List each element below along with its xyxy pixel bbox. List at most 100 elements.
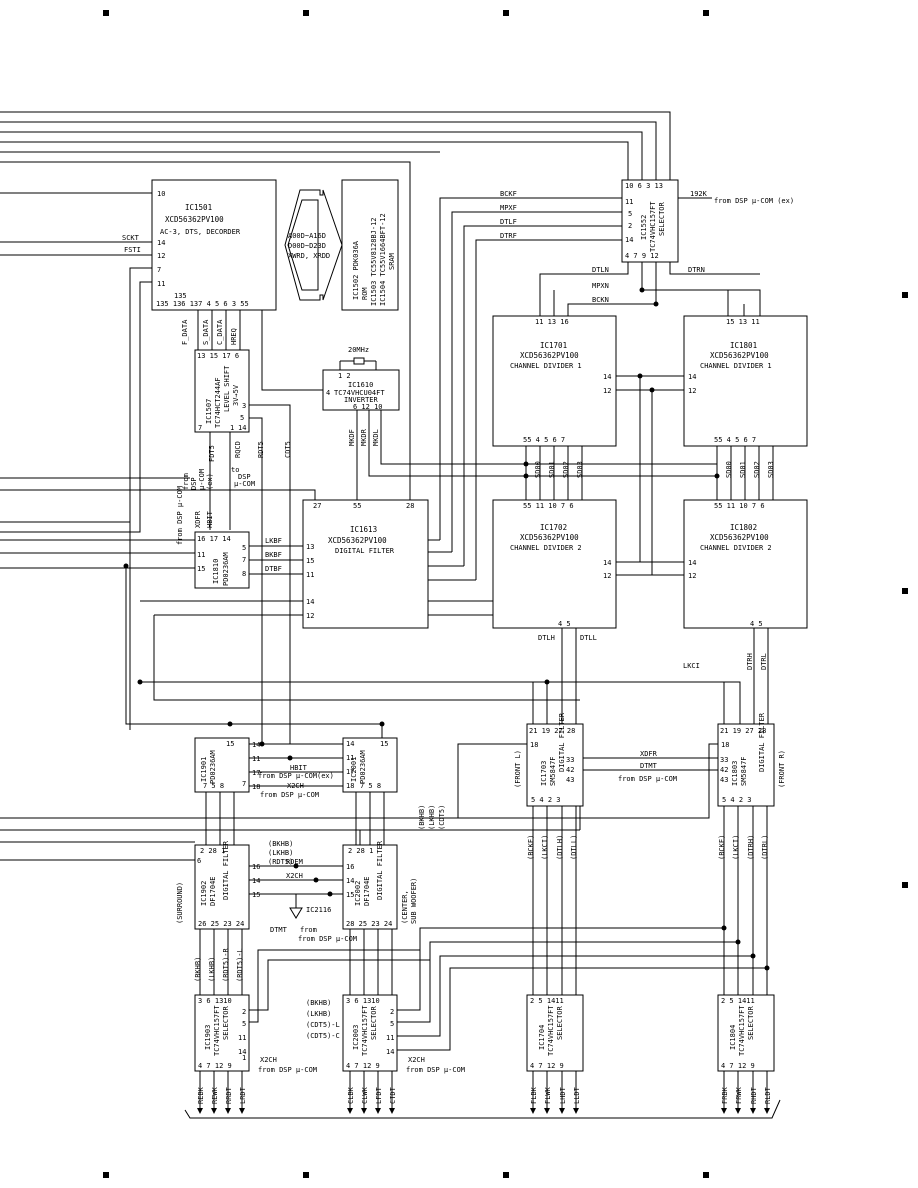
lkhb-label-3: (LKHB): [208, 957, 216, 982]
k192-label: 192K: [690, 190, 708, 198]
ic1902: 2 28 1 6 26 25 23 24 IC1902 DF1704E DIGI…: [176, 792, 293, 930]
ic1903-ref: IC1903: [204, 1025, 212, 1050]
dtmt-label: DTMT: [640, 762, 658, 770]
bus-control: XWRD, XRDD: [288, 252, 330, 260]
dtlf-label: DTLF: [500, 218, 517, 226]
ic1552-ref: IC1552: [640, 215, 648, 240]
ic1804: 2 5 1411 4 7 12 9 IC1804 TC74VHC157FT SE…: [249, 806, 775, 1072]
surround-label: (SURROUND): [176, 882, 184, 924]
svg-text:16: 16: [252, 863, 260, 871]
ic2002-part: DF1704E: [363, 876, 371, 906]
bus-data: D00D~D23D: [288, 242, 326, 250]
ic1502-rom: ROM: [361, 287, 369, 300]
front-r-label: (FRONT R): [778, 750, 786, 788]
svg-text:5 4 2 3: 5 4 2 3: [531, 796, 561, 804]
s-data-label: S_DATA: [202, 319, 210, 345]
lkci-p-r: (LKCI): [732, 835, 740, 860]
to-ucom-label: μ-COM: [234, 480, 255, 488]
out-label: LHDT: [559, 1086, 567, 1104]
ic1552-desc: SELECTOR: [658, 201, 666, 236]
svg-text:14: 14: [252, 877, 260, 885]
svg-text:2: 2: [242, 1008, 246, 1016]
hreq-label: HREQ: [230, 328, 238, 345]
ic1703-ref: IC1703: [540, 761, 548, 786]
svg-text:14: 14: [306, 598, 314, 606]
ic1702-ref: IC1702: [540, 523, 567, 532]
subwoofer-label: SUB WOOFER): [410, 878, 418, 924]
ic1901: 15 7 7 5 8 IC1901 PD0236AM 14 11 17 18: [194, 737, 260, 793]
sram-label: SRAM: [388, 253, 396, 270]
pin-label: 7: [157, 266, 161, 274]
ic1802: 55 11 10 7 6 IC1802 XCD56362PV100 CHANNE…: [137, 446, 808, 724]
svg-text:14: 14: [688, 373, 696, 381]
svg-text:6 12 10: 6 12 10: [353, 403, 383, 411]
pin-label: 2: [628, 222, 632, 230]
ic1504-label: IC1504 TC55V1664BFT-12: [379, 213, 387, 306]
ic1701-desc: CHANNEL DIVIDER 1: [510, 362, 582, 370]
ic1802-desc: CHANNEL DIVIDER 2: [700, 544, 772, 552]
ic1552-bottom-pins: 4 7 9 12: [625, 252, 659, 260]
ic2002: 2 28 1 16 14 15 28 25 23 24 IC2002 DF170…: [0, 792, 581, 943]
svg-text:2 5 1411: 2 5 1411: [530, 997, 564, 1005]
output-arrows: [184, 1071, 781, 1119]
ic1803-part: SM5847F: [740, 756, 748, 786]
svg-text:5: 5: [242, 1020, 246, 1028]
svg-text:4: 4: [326, 389, 330, 397]
sd01-label: SD01: [548, 461, 556, 478]
dtlh-label: DTLH: [538, 634, 555, 642]
svg-text:15: 15: [197, 565, 205, 573]
ic2003-desc: SELECTOR: [370, 1005, 378, 1040]
ic1802-ref: IC1802: [730, 523, 757, 532]
ic1501-ref: IC1501: [185, 203, 212, 212]
ic1507-ref: IC1507: [205, 399, 213, 424]
ic1610-part: TC74VHCU04FT: [334, 389, 385, 397]
from-dsp-ex-mid: from DSP μ-COM(ex): [258, 772, 334, 780]
svg-text:55: 55: [353, 502, 361, 510]
svg-text:14: 14: [603, 373, 611, 381]
ic1903: 3 6 1310 2 5 11 14 1 4 7 12 9 IC1903 TC7…: [194, 929, 317, 1074]
ic1801-part: XCD56362PV100: [710, 351, 769, 360]
lkbf-label: LKBF: [265, 537, 282, 545]
svg-text:15: 15: [380, 740, 388, 748]
rdt5l-label: (RDT5)-L: [236, 948, 244, 982]
svg-text:11: 11: [346, 754, 354, 762]
ic1701: 11 13 16 IC1701 XCD56362PV100 CHANNEL DI…: [492, 315, 617, 447]
bkhb-label-3: (BKHB): [194, 957, 202, 982]
out-label: FLWK: [544, 1086, 552, 1104]
svg-text:4 5: 4 5: [750, 620, 763, 628]
svg-text:13 15 17 6: 13 15 17 6: [197, 352, 239, 360]
ic1901-ref: IC1901: [200, 757, 208, 782]
ic1701-part: XCD56362PV100: [520, 351, 579, 360]
bckf-p-r: (BCKF): [718, 835, 726, 860]
c-data-label: C_DATA: [216, 319, 224, 345]
svg-text:11: 11: [386, 1034, 394, 1042]
front-l-label: (FRONT L): [514, 750, 522, 788]
fdt5-label: FDT5: [208, 445, 216, 462]
bkhb-label-4: (BKHB): [306, 999, 331, 1007]
out-label: CLBK: [347, 1086, 355, 1104]
x2ch-label-mid: X2CH: [287, 782, 304, 790]
ic1613-ref: IC1613: [350, 525, 377, 534]
ic1507: 13 15 17 6 IC1507 TC74HCT244AF LEVEL SHI…: [181, 310, 292, 744]
pin-label: 14: [625, 236, 633, 244]
ic1610: 20MHz 1 2 IC1610 4 TC74VHCU04FT INVERTER…: [261, 310, 526, 500]
svg-text:11: 11: [252, 755, 260, 763]
ic1704: 2 5 1411 4 7 12 9 IC1704 TC74VHC157FT SE…: [526, 806, 584, 1072]
svg-text:8: 8: [242, 570, 246, 578]
svg-text:2 28 1: 2 28 1: [200, 847, 225, 855]
mkdl-label: MKDL: [372, 429, 380, 446]
svg-text:2: 2: [390, 1008, 394, 1016]
svg-text:4 7 12 9: 4 7 12 9: [721, 1062, 755, 1070]
memory-block: IC1502 PDK036A ROM IC1503 TC55V8128BJ-12…: [341, 179, 399, 311]
sd01-label-r: SD01: [739, 461, 747, 478]
ic1810: 16 17 14 11 15 5 7 8 IC1810 PD0236AM fro…: [123, 486, 303, 727]
x2ch-label-4: X2CH: [408, 1056, 425, 1064]
ic1902-part: DF1704E: [209, 876, 217, 906]
ic1501: IC1501 XCD56362PV100 AC-3, DTS, DECORDER…: [122, 179, 277, 311]
svg-text:14: 14: [603, 559, 611, 567]
svg-text:4 7 12 9: 4 7 12 9: [530, 1062, 564, 1070]
sd02-label-r: SD02: [753, 461, 761, 478]
svg-text:2 28 1: 2 28 1: [348, 847, 373, 855]
svg-text:5: 5: [242, 544, 246, 552]
svg-text:1 2: 1 2: [338, 372, 351, 380]
